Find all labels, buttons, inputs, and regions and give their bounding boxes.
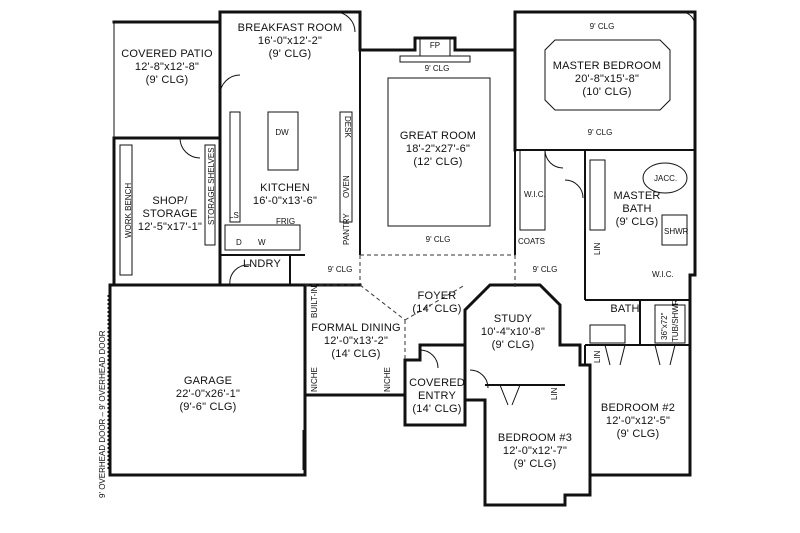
room-name: LNDRY (242, 258, 282, 270)
room-ceiling: (12' CLG) (413, 156, 463, 168)
room-ceiling: (9' CLG) (513, 458, 557, 470)
overhead-door-label: 9' OVERHEAD DOOR – 9' OVERHEAD DOOR (98, 330, 107, 498)
foyer-label: FOYER (14' CLG) (412, 290, 461, 316)
built-in-label: BUILT-IN (310, 285, 319, 318)
pantry-label: PANTRY (342, 213, 351, 245)
jacuzzi-label: JACC. (654, 174, 678, 183)
room-name: MASTER (613, 190, 661, 202)
room-dimensions: 12'-8"x12'-8" (134, 61, 200, 73)
shower-label: SHWR (664, 227, 689, 236)
desk-label: DESK (343, 116, 352, 138)
room-name: COVERED (409, 377, 465, 389)
master-bath-label: MASTER BATH (9' CLG) (613, 190, 660, 229)
storage-shelves-label: STORAGE SHELVES (207, 147, 216, 225)
exterior-walls (108, 10, 697, 507)
room-dimensions: 20'-8"x15'-8" (574, 73, 640, 85)
bath-label: BATH (610, 303, 639, 316)
room-ceiling: (9'-6" CLG) (179, 401, 237, 413)
room-name: BEDROOM #2 (600, 402, 676, 414)
great-room-tray (387, 77, 491, 227)
coats-label: COATS (518, 237, 545, 246)
garage-label: GARAGE 22'-0"x26'-1" (9'-6" CLG) (176, 375, 240, 414)
niche-2-label: NICHE (383, 367, 392, 392)
room-name: MASTER BEDROOM (552, 60, 662, 72)
wic-2-label: W.I.C. (652, 270, 674, 279)
room-ceiling: (9' CLG) (491, 339, 535, 351)
door-swings (179, 11, 696, 406)
tub-size-label: 36"x72" (660, 312, 669, 340)
jacuzzi (642, 162, 688, 194)
master-tray (544, 39, 671, 111)
dishwasher-label: DW (275, 128, 289, 137)
room-dimensions: 16'-0"x13'-6" (252, 195, 318, 207)
washer-label: W (258, 238, 266, 247)
ceiling-note: 9' CLG (425, 235, 451, 244)
room-ceiling: (9' CLG) (616, 428, 660, 440)
bedroom-3-label: BEDROOM #3 12'-0"x12'-7" (9' CLG) (498, 432, 572, 471)
room-name: BATH (610, 303, 640, 315)
room-name-2: ENTRY (417, 390, 457, 402)
room-dimensions: 12'-0"x12'-7" (502, 445, 568, 457)
bedroom-2-label: BEDROOM #2 12'-0"x12'-5" (9' CLG) (601, 402, 675, 441)
room-ceiling: (10' CLG) (582, 86, 632, 98)
laundry-label: LNDRY (243, 258, 281, 271)
breakfast-room-label: BREAKFAST ROOM 16'-0"x12'-2" (9' CLG) (238, 22, 343, 61)
open-boundaries (305, 254, 516, 360)
room-dimensions: 22'-0"x26'-1" (175, 388, 241, 400)
laundry-sink-label: LS (229, 211, 239, 220)
room-name: STUDY (493, 313, 533, 325)
study-label: STUDY 10'-4"x10'-8" (9' CLG) (481, 313, 545, 352)
room-ceiling: (9' CLG) (145, 74, 189, 86)
room-dimensions: 18'-2"x27'-6" (405, 143, 471, 155)
room-name: FOYER (417, 290, 457, 302)
room-name: BREAKFAST ROOM (237, 22, 343, 34)
work-bench-label: WORK BENCH (124, 182, 133, 238)
master-bedroom-label: MASTER BEDROOM 20'-8"x15'-8" (10' CLG) (553, 60, 662, 99)
room-dimensions: 12'-0"x12'-5" (605, 415, 671, 427)
room-name: GARAGE (183, 375, 233, 387)
niche-1-label: NICHE (310, 367, 319, 392)
room-ceiling: (9' CLG) (268, 48, 312, 60)
room-name-2: BATH (622, 203, 652, 215)
kitchen-label: KITCHEN 16'-0"x13'-6" (253, 182, 317, 208)
room-name: SHOP/ (152, 195, 188, 207)
covered-patio-label: COVERED PATIO 12'-8"x12'-8" (9' CLG) (121, 48, 212, 87)
room-ceiling: (14' CLG) (412, 303, 462, 315)
tub-shower-label: TUB/SHWR (671, 299, 680, 342)
great-room-label: GREAT ROOM 18'-2"x27'-6" (12' CLG) (400, 130, 476, 169)
fireplace-label: FP (429, 41, 441, 50)
covered-entry-label: COVERED ENTRY (14' CLG) (409, 377, 465, 416)
room-dimensions: 12'-0"x13'-2" (323, 335, 389, 347)
linen-3-label: LIN (550, 387, 559, 400)
oven-label: OVEN (342, 175, 351, 198)
room-ceiling: (9' CLG) (615, 216, 659, 228)
formal-dining-label: FORMAL DINING 12'-0"x13'-2" (14' CLG) (311, 322, 401, 361)
wic-label: W.I.C. (524, 190, 546, 199)
room-name: FORMAL DINING (311, 322, 401, 334)
ceiling-note: 9' CLG (532, 265, 558, 274)
fridge-label: FRIG (276, 217, 296, 226)
kitchen-island (267, 111, 299, 171)
room-dimensions: 10'-4"x10'-8" (480, 326, 546, 338)
linen-2-label: LIN (593, 350, 602, 363)
room-ceiling: (14' CLG) (412, 403, 462, 415)
ceiling-note: 9' CLG (589, 22, 615, 31)
room-name: COVERED PATIO (121, 48, 213, 60)
dryer-label: D (236, 238, 242, 247)
linen-label: LIN (593, 242, 602, 255)
ceiling-note: 9' CLG (424, 64, 450, 73)
room-name: BEDROOM #3 (497, 432, 573, 444)
room-name: KITCHEN (260, 182, 310, 194)
shop-storage-label: SHOP/ STORAGE 12'-5"x17'-1" (138, 195, 202, 234)
ceiling-note: 9' CLG (587, 128, 613, 137)
room-dimensions: 16'-0"x12'-2" (257, 35, 323, 47)
room-name-2: STORAGE (142, 208, 198, 220)
room-dimensions: 12'-5"x17'-1" (137, 221, 203, 233)
room-name: GREAT ROOM (399, 130, 477, 142)
ceiling-note: 9' CLG (327, 265, 353, 274)
room-ceiling: (14' CLG) (331, 348, 381, 360)
